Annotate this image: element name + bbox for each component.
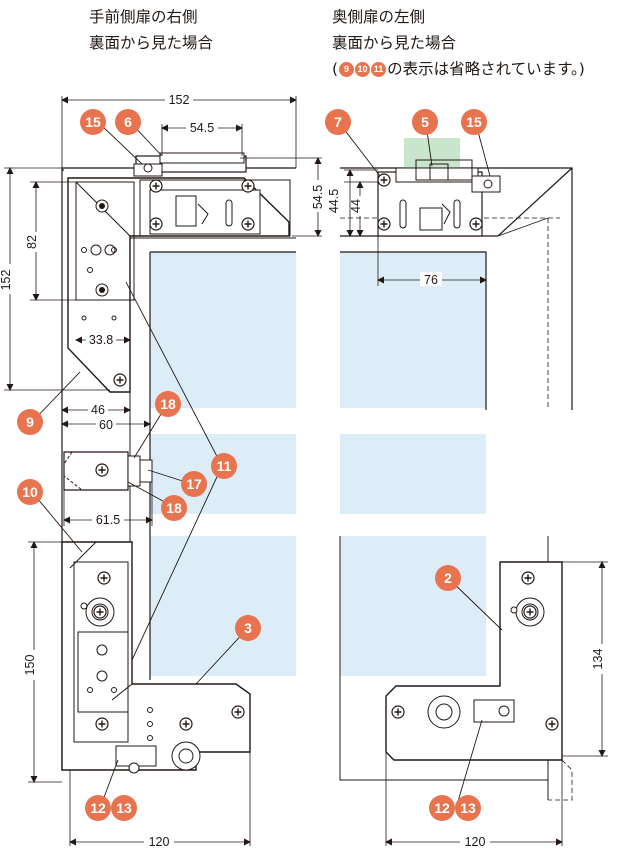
callout-3: 3 — [235, 615, 261, 641]
right-title-line1: 奥側扉の左側 — [332, 8, 426, 26]
svg-text:9: 9 — [26, 414, 34, 430]
svg-text:18: 18 — [160, 396, 176, 412]
glass-panel-mid-right — [340, 434, 486, 514]
dim-60: 60 — [99, 418, 113, 432]
right-title-line2: 裏面から見た場合 — [332, 34, 457, 52]
callout-18-lower: 18 — [161, 495, 187, 521]
dim-height-82: 82 — [25, 235, 39, 249]
svg-text:18: 18 — [166, 500, 182, 516]
left-view-title: 手前側扉の右側 裏面から見た場合 — [89, 4, 213, 56]
dim-33-8: 33.8 — [89, 333, 113, 347]
callout-15-right: 15 — [461, 109, 487, 135]
svg-text:15: 15 — [466, 114, 482, 130]
callout-15-left: 15 — [80, 109, 106, 135]
right-view-title: 奥側扉の左側 裏面から見た場合 ( 9 10 11 の表示は省略されています。) — [332, 4, 585, 82]
right-bottom-view: 134 120 — [339, 536, 610, 849]
note-text: の表示は省略されています。) — [387, 60, 585, 78]
callout-2: 2 — [435, 565, 461, 591]
dim-120-left: 120 — [149, 835, 170, 849]
svg-text:6: 6 — [124, 114, 132, 130]
svg-text:12: 12 — [434, 800, 450, 816]
dim-61-5: 61.5 — [96, 513, 120, 527]
svg-text:2: 2 — [444, 570, 452, 586]
glass-panel-top-left — [150, 252, 296, 408]
svg-text:3: 3 — [244, 620, 252, 636]
callout-9: 9 — [17, 409, 43, 435]
glass-panel-bottom-right — [340, 536, 486, 676]
dim-side-54-5: 54.5 — [311, 185, 325, 209]
callout-11: 11 — [211, 453, 237, 479]
svg-text:11: 11 — [217, 458, 232, 474]
right-title-note: ( 9 10 11 の表示は省略されています。) — [332, 56, 585, 82]
dim-rail-54-5: 54.5 — [190, 121, 214, 135]
svg-text:13: 13 — [116, 800, 132, 816]
dim-76: 76 — [424, 273, 438, 287]
dim-44: 44 — [349, 199, 363, 213]
svg-text:17: 17 — [186, 476, 202, 492]
svg-text:10: 10 — [22, 484, 38, 500]
svg-text:15: 15 — [85, 114, 101, 130]
callout-5: 5 — [412, 109, 438, 135]
callout-18-upper: 18 — [155, 391, 181, 417]
left-dimensions: 152 54.5 54.5 152 82 33.8 46 — [0, 92, 326, 527]
left-bottom-view: 150 120 — [23, 541, 251, 849]
callout-12-left: 12 — [85, 795, 111, 821]
dim-height-152: 152 — [0, 270, 13, 291]
glass-panel-top-right — [340, 252, 486, 408]
dim-top-152: 152 — [169, 93, 190, 107]
dim-46: 46 — [91, 403, 105, 417]
callout-13-left: 13 — [111, 795, 137, 821]
note-callout-9: 9 — [339, 61, 355, 77]
callout-13-right: 13 — [455, 795, 481, 821]
callouts: 15 6 7 5 15 9 18 11 17 18 10 3 2 12 13 1… — [17, 109, 487, 821]
bracket-plate-10 — [61, 541, 251, 771]
note-callout-10: 10 — [355, 61, 371, 77]
callout-12-right: 12 — [429, 795, 455, 821]
note-callout-11: 11 — [371, 61, 387, 77]
note-open-paren: ( — [332, 60, 339, 78]
dim-120-right: 120 — [465, 835, 486, 849]
callout-10: 10 — [17, 479, 43, 505]
callout-7: 7 — [325, 109, 351, 135]
callout-6: 6 — [115, 109, 141, 135]
glass-panel-bottom-left — [150, 536, 296, 676]
dim-134: 134 — [591, 649, 605, 670]
right-dimensions: 44.5 44 76 — [327, 169, 487, 287]
callout-17: 17 — [181, 471, 207, 497]
svg-text:13: 13 — [460, 800, 476, 816]
dim-44-5: 44.5 — [327, 189, 341, 213]
left-title-line2: 裏面から見た場合 — [89, 34, 214, 52]
svg-text:12: 12 — [90, 800, 106, 816]
right-top-view — [340, 138, 573, 676]
svg-text:7: 7 — [334, 114, 342, 130]
dim-150: 150 — [23, 655, 37, 676]
left-title-line1: 手前側扉の右側 — [89, 8, 198, 26]
svg-text:5: 5 — [421, 114, 429, 130]
